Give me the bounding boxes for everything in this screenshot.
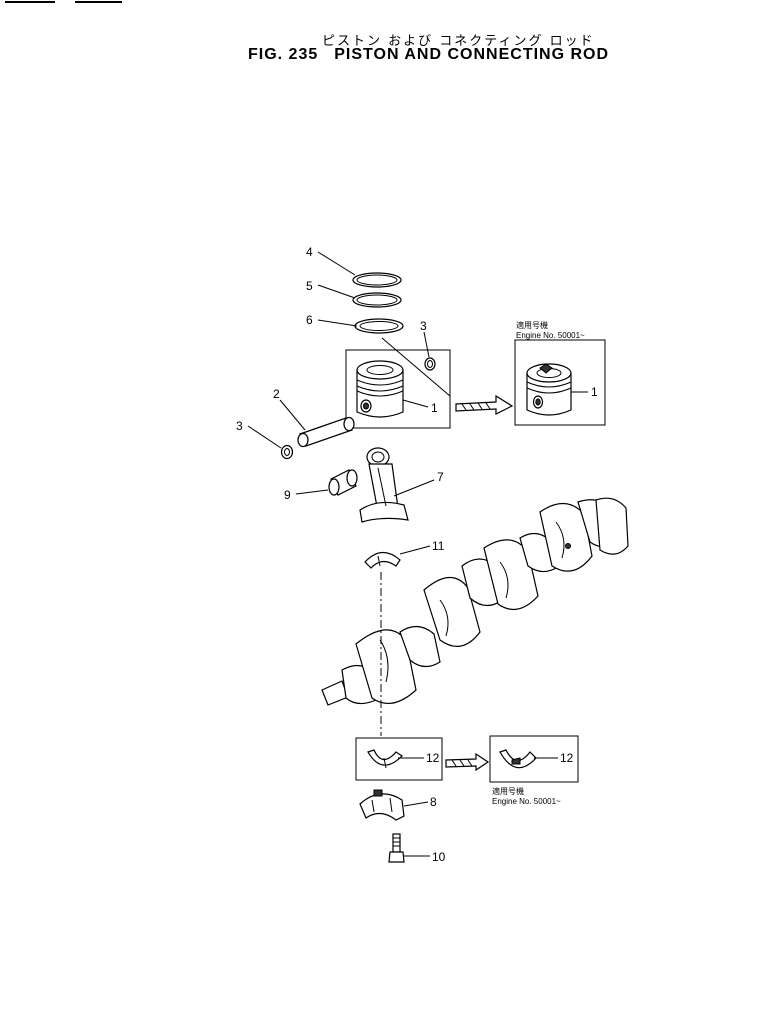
callout-12: 12	[426, 751, 440, 765]
connecting-rod	[359, 447, 409, 523]
callout-5: 5	[306, 279, 313, 293]
piston-ring-4	[352, 272, 402, 288]
alternate-bearing-shell	[499, 749, 537, 769]
leader-line	[403, 801, 429, 807]
leader-line	[402, 399, 429, 408]
leader-line	[393, 479, 435, 497]
callout-3-lower: 3	[236, 419, 243, 433]
callout-1: 1	[431, 401, 438, 415]
callout-2: 2	[273, 387, 280, 401]
applicability-note-upper: Engine No. 50001~	[516, 331, 585, 340]
leader-line	[423, 331, 430, 358]
callout-4: 4	[306, 245, 313, 259]
figure-number: FIG. 235	[248, 46, 319, 63]
bearing-shell-lower	[367, 749, 403, 769]
callout-12-alternate: 12	[560, 751, 574, 765]
leader-line	[317, 284, 356, 299]
piston	[356, 360, 404, 418]
leader-line	[317, 319, 358, 327]
leader-line	[279, 399, 306, 431]
leader-line	[399, 545, 431, 555]
bearing-shell-upper	[364, 551, 401, 569]
callout-3-upper: 3	[420, 319, 427, 333]
leader-line	[317, 251, 356, 276]
leader-line	[247, 425, 282, 449]
snap-ring-3-lower	[280, 444, 294, 460]
figure-title: PISTON AND CONNECTING ROD	[334, 46, 610, 63]
applicability-note-lower-jp: 適用号機	[492, 786, 524, 796]
callout-8: 8	[430, 795, 437, 809]
title-english: FIG. 235 PISTON AND CONNECTING ROD	[248, 46, 609, 64]
callout-7: 7	[437, 470, 444, 484]
callout-11: 11	[432, 539, 445, 553]
title-japanese: ピストン および コネクティング ロッド	[322, 34, 595, 49]
bearing-frame	[355, 737, 443, 781]
snap-ring-3-upper	[424, 357, 436, 371]
alternate-bearing-frame	[489, 735, 579, 783]
alternate-piston	[526, 363, 572, 416]
piston-pin	[297, 416, 355, 448]
leader-line	[295, 489, 329, 495]
alternate-piston-frame	[514, 339, 606, 426]
connecting-rod-cap	[359, 789, 405, 821]
callout-9: 9	[284, 488, 291, 502]
piston-frame	[345, 349, 451, 429]
crankshaft	[321, 497, 629, 706]
applicability-note-lower: Engine No. 50001~	[492, 797, 561, 806]
piston-ring-6	[354, 318, 404, 334]
interchange-arrow-lower	[445, 752, 490, 772]
interchange-arrow-upper	[455, 394, 514, 415]
applicability-note-upper-jp: 適用号機	[516, 320, 548, 330]
frame-pointer-line	[381, 337, 451, 397]
callout-10: 10	[432, 850, 446, 864]
callout-6: 6	[306, 313, 313, 327]
piston-ring-5	[352, 292, 402, 308]
bushing	[328, 469, 358, 496]
connecting-rod-bolt	[388, 833, 405, 863]
callout-1-alternate: 1	[591, 385, 598, 399]
